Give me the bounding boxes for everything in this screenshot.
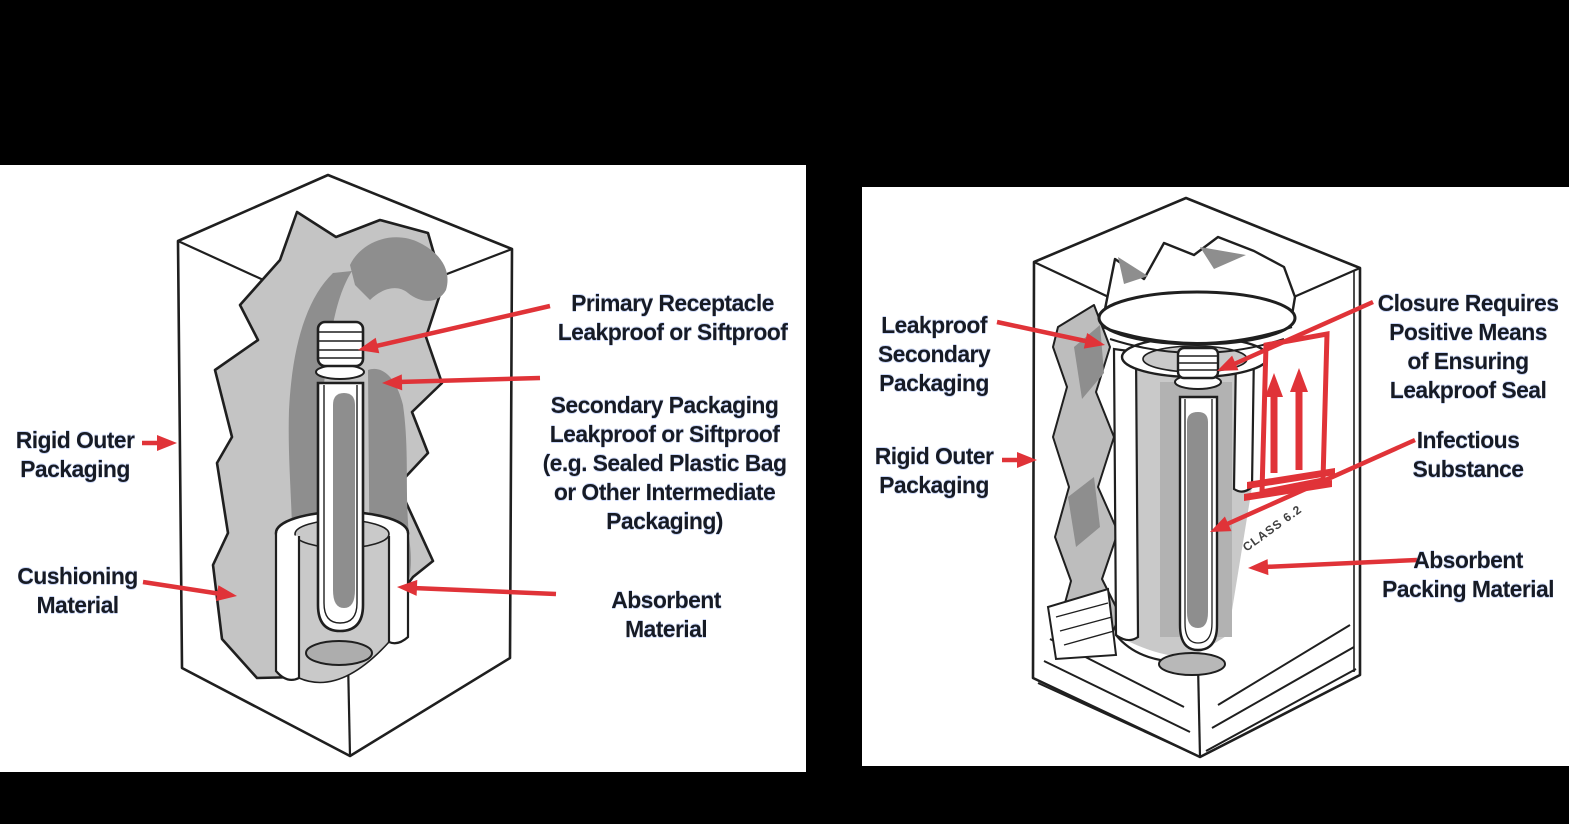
label-absorbent-packing-material: Absorbent Packing Material	[1382, 547, 1555, 602]
infectious-substance-illustration	[996, 196, 1418, 759]
callout-arrows	[142, 303, 557, 602]
arrow-infectious	[1210, 437, 1416, 532]
label-rigid-outer-packaging: Rigid Outer Packaging	[874, 443, 994, 498]
label-secondary-packaging: Secondary Packaging Leakproof or Siftpro…	[542, 392, 787, 534]
label-cushioning-material: Cushioning Material	[17, 563, 138, 618]
paper-fold	[1118, 257, 1148, 284]
callout-arrows	[996, 299, 1418, 576]
vial-contents	[1187, 412, 1208, 628]
bag-twist	[350, 237, 448, 301]
arrow-primary-receptacle	[358, 303, 551, 354]
label-leakproof-secondary-packaging: Leakproof Secondary Packaging	[877, 312, 991, 396]
arrow-absorbent	[1248, 557, 1418, 576]
primary-receptacle-vial	[1174, 346, 1222, 652]
cup-bottom	[305, 640, 373, 666]
arrow-rigid-outer	[142, 435, 177, 451]
label-infectious-substance: Infectious Substance	[1412, 427, 1525, 482]
label-absorbent-material: Absorbent Material	[611, 587, 721, 642]
arrow-secondary-packaging	[382, 374, 541, 391]
vial-contents	[333, 393, 355, 608]
arrow-cushioning	[142, 579, 237, 602]
arrow-leakproof-secondary	[996, 319, 1105, 349]
panel-infectious-substance-diagram: CLASS 6.2 Leakproof Secondary Packaging …	[862, 187, 1569, 766]
label-rigid-outer-packaging: Rigid Outer Packaging	[15, 427, 135, 482]
vial-cap	[316, 320, 365, 368]
arrow-rigid-outer	[1002, 452, 1037, 468]
paper-fold	[1200, 247, 1246, 269]
panel-triple-packaging-diagram: Rigid Outer Packaging Cushioning Materia…	[0, 165, 806, 772]
screw-lid	[1097, 235, 1297, 354]
arrow-absorbent	[397, 579, 557, 597]
container-bottom	[1158, 652, 1226, 676]
arrow-closure	[1217, 299, 1374, 371]
primary-receptacle-vial	[315, 320, 365, 633]
label-primary-receptacle: Primary Receptacle Leakproof or Siftproo…	[557, 290, 788, 345]
cushioning-liner	[1046, 304, 1121, 661]
label-closure-requires: Closure Requires Positive Means of Ensur…	[1377, 290, 1559, 403]
triple-packaging-illustration	[142, 173, 557, 758]
